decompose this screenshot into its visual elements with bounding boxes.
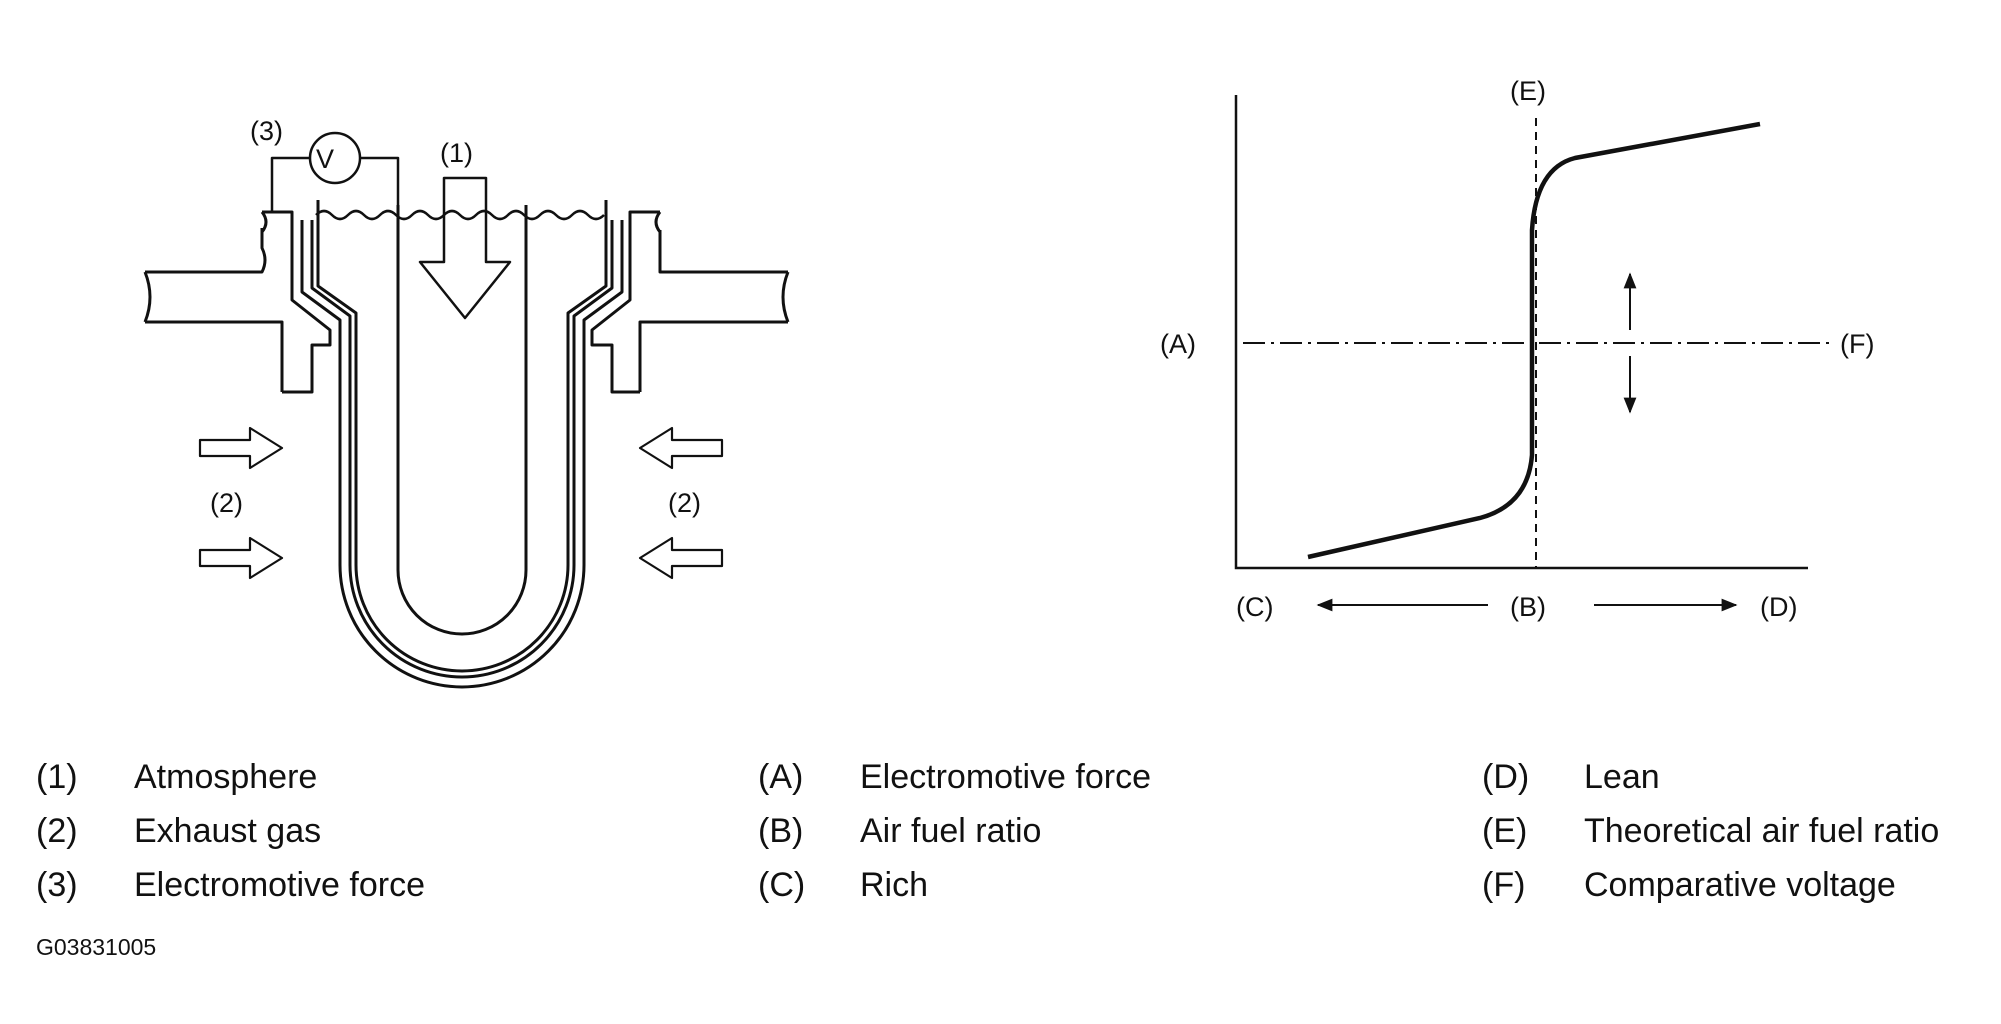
legend-code: (2) [36,812,78,850]
figure-code: G03831005 [36,934,157,960]
legend-text: Comparative voltage [1584,866,1896,904]
thimble-inner-wall [316,200,608,222]
exhaust-arrow-right-bottom [638,536,724,580]
exhaust-arrow-left-bottom [198,536,284,580]
graph-label-a: (A) [1160,329,1196,359]
graph-label-b: (B) [1510,592,1546,622]
boss-right-top [654,211,662,233]
legend-code: (A) [758,758,804,796]
legend-text: Atmosphere [134,758,318,796]
voltmeter-label: V [316,144,334,174]
legend-text: Rich [860,866,929,904]
wire-right [360,156,400,205]
boss-right [590,210,660,394]
legend-code: (B) [758,812,804,850]
sensor-diagram [143,131,790,689]
thimble-outer [300,220,624,689]
sensor-output-curve [1307,121,1761,560]
exhaust-arrow-left-top [198,426,284,470]
legend-text: Electromotive force [860,758,1151,796]
pipe-wall-right [638,230,788,392]
output-graph [1234,95,1832,612]
pipe-wall-right-ends [781,271,790,323]
legend-code: (E) [1482,812,1528,850]
exhaust-arrow-right-top [638,426,724,470]
graph-axes [1234,95,1808,570]
graph-label-d: (D) [1760,592,1797,622]
sensor-label-3: (3) [250,116,283,146]
voltmeter-circle [308,131,362,185]
boss-left [262,210,332,394]
legend-code: (1) [36,758,78,796]
graph-label-f: (F) [1840,329,1874,359]
legend-code: (3) [36,866,78,904]
legend-code: (D) [1482,758,1530,796]
legend-text: Lean [1584,758,1660,796]
legend-text: Exhaust gas [134,812,322,850]
pipe-wall-left-ends [143,271,152,323]
sensor-label-2-left: (2) [210,488,243,518]
thimble-layer-3 [316,220,608,673]
legend-code: (C) [758,866,806,904]
graph-label-e: (E) [1510,76,1546,106]
legend-code: (F) [1482,866,1526,904]
legend-text: Air fuel ratio [860,812,1042,850]
boss-left-top [260,211,268,233]
graph-label-c: (C) [1236,592,1273,622]
sensor-label-1: (1) [440,138,473,168]
legend-text: Electromotive force [134,866,425,904]
inner-chamber [396,205,528,636]
pipe-wall-left [145,228,284,392]
sensor-label-2-right: (2) [668,488,701,518]
cut-edge [315,209,605,221]
wire-left [270,156,310,212]
thimble-layer-2 [310,220,614,679]
legend-text: Theoretical air fuel ratio [1584,812,1940,850]
atmosphere-arrow [418,176,512,320]
